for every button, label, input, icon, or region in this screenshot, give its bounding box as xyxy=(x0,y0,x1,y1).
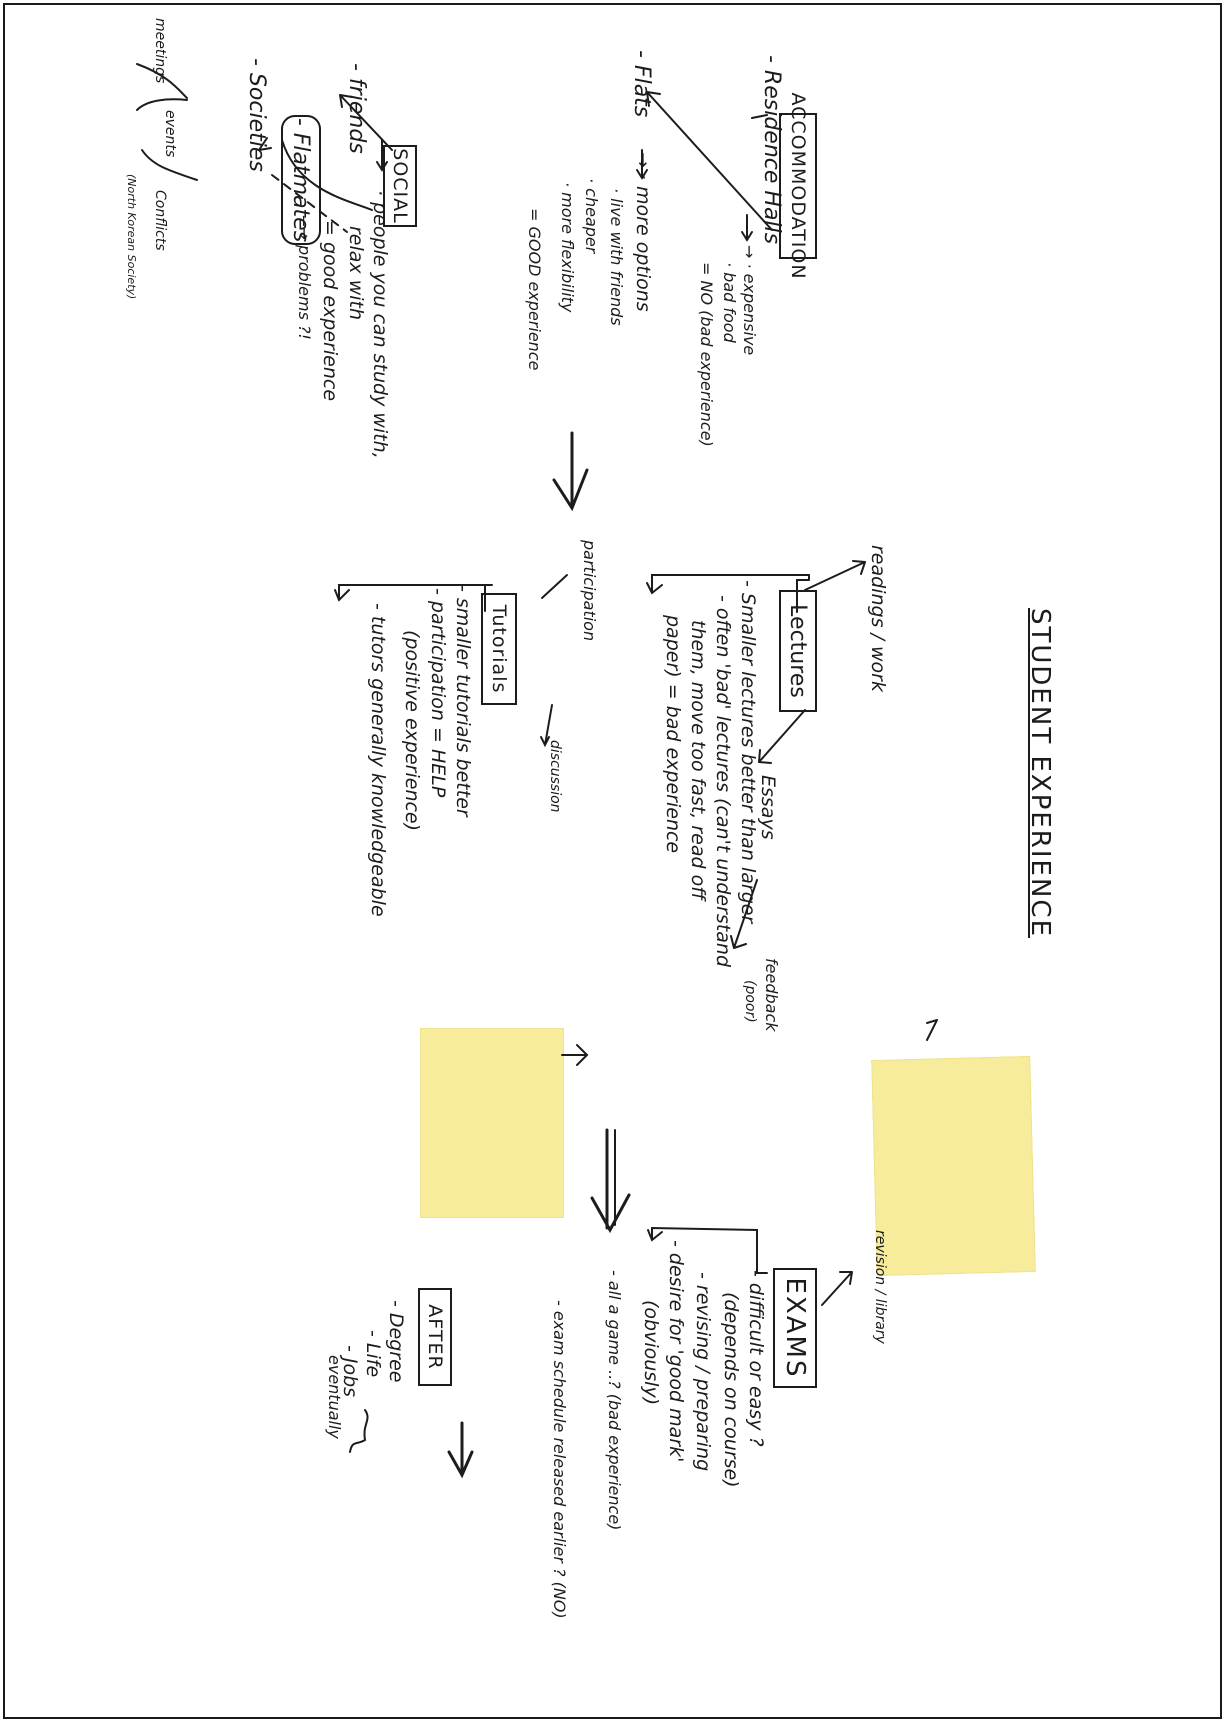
lectures-box: Lectures xyxy=(779,590,817,712)
friends-label: - friends xyxy=(344,63,369,154)
readings-label: readings / work xyxy=(867,545,889,692)
conflicts-label: Conflicts xyxy=(152,190,168,251)
friends-point-2: relax with xyxy=(345,226,367,321)
flats-point-3: · cheaper xyxy=(582,178,601,254)
lectures-point-3: them, move too fast, read off xyxy=(687,620,709,900)
participation-label: participation xyxy=(580,540,599,642)
flats-point-2: · live with friends xyxy=(607,188,626,326)
exams-point-5: (obviously) xyxy=(640,1300,662,1406)
flats-point-4: · more flexibility xyxy=(558,182,577,313)
friends-point-3: = good experience xyxy=(319,220,341,402)
flats-point-1: → · more options xyxy=(632,152,654,312)
exams-point-6: - all a game ..? (bad experience) xyxy=(605,1270,624,1531)
tutorials-point-2: - participation = HELP xyxy=(427,588,449,798)
friends-point-1: · people you can study with, xyxy=(369,190,391,459)
lectures-point-2: - often 'bad' lectures (can't understand xyxy=(712,595,734,968)
problems-label: --→ problems ?! xyxy=(295,215,314,340)
tutorials-point-3: (positive experience) xyxy=(401,630,423,832)
exams-point-3: - revising / preparing xyxy=(692,1272,714,1472)
exams-box: EXAMS xyxy=(773,1268,817,1388)
flats-point-5: = GOOD experience xyxy=(525,208,544,371)
after-item-degree: - Degree xyxy=(385,1300,407,1383)
residence-point-2: · bad food xyxy=(720,262,739,343)
societies-label: - Societies xyxy=(244,58,269,172)
feedback-label: feedback xyxy=(762,958,781,1032)
accommodation-box: ACCOMMODATION xyxy=(779,92,817,280)
tutorials-point-4: - tutors generally knowledgeable xyxy=(367,603,389,917)
feedback-note: (poor) xyxy=(742,980,758,1023)
tutorials-box: Tutorials xyxy=(481,593,517,705)
exams-point-7: - exam schedule released earlier ? (NO) xyxy=(550,1300,569,1619)
tutorials-point-1: - smaller tutorials better xyxy=(452,585,474,817)
after-box: AFTER xyxy=(418,1288,452,1386)
exams-point-4: - desire for 'good mark' xyxy=(665,1240,687,1463)
discussion-label: discussion xyxy=(547,740,563,813)
exams-point-2: (depends on course) xyxy=(720,1292,742,1488)
revision-label: revision / library xyxy=(872,1230,888,1344)
exams-point-1: - difficult or easy ? xyxy=(745,1270,767,1447)
page-title: STUDENT EXPERIENCE xyxy=(1025,608,1055,938)
essays-label: Essays xyxy=(757,775,779,840)
after-item-life: - Life xyxy=(362,1330,384,1378)
residence-halls-label: - Residence Halls xyxy=(759,55,784,245)
connector-accommodation-flats xyxy=(646,91,773,231)
events-label: events xyxy=(162,110,178,158)
residence-point-1: → · expensive xyxy=(740,245,759,356)
conflicts-note: (North Korean Society) xyxy=(125,174,138,300)
lectures-point-4: paper) = bad experience xyxy=(662,615,684,854)
lectures-point-1: - Smaller lectures better than larger xyxy=(737,580,759,924)
meetings-label: meetings xyxy=(152,18,168,84)
flats-label: - Flats xyxy=(629,50,654,118)
residence-point-3: = NO (bad experience) xyxy=(697,262,716,447)
page-border xyxy=(3,3,1222,1719)
eventually-label: eventually xyxy=(325,1355,344,1439)
